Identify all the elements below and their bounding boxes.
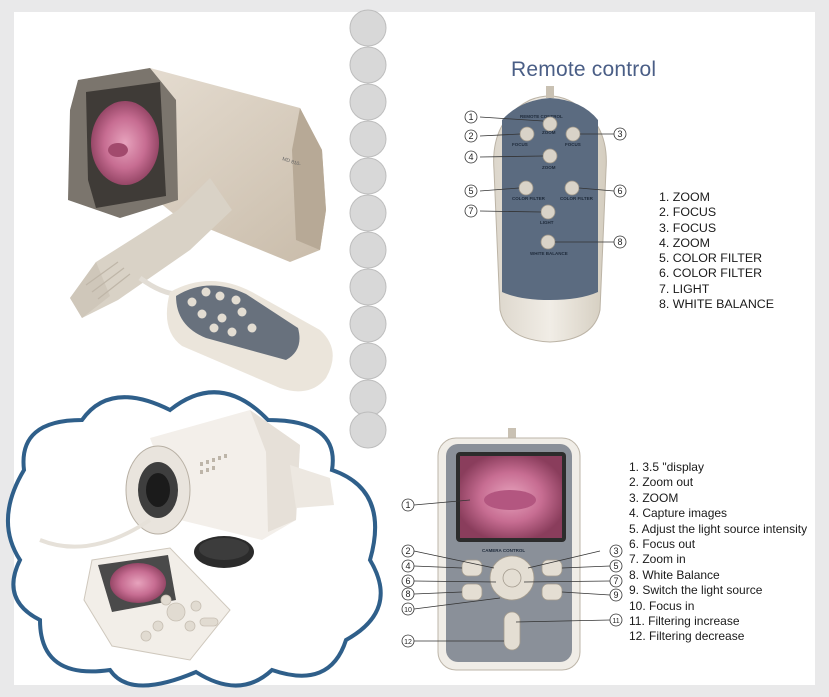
remote-callout-4: 4 xyxy=(468,152,473,162)
page-title: Remote control xyxy=(511,58,657,81)
camera-callout-1: 1 xyxy=(405,500,410,510)
remote-callout-1: 1 xyxy=(468,112,473,122)
remote-legend-item: 2. FOCUS xyxy=(659,205,717,220)
divider-circles xyxy=(349,9,387,449)
remote-btn-label-8: WHITE BALANCE xyxy=(530,251,568,256)
camera-button-white-balance[interactable] xyxy=(461,583,483,601)
remote-legend-item: 8. WHITE BALANCE xyxy=(659,297,774,312)
remote-button-zoom-lower[interactable] xyxy=(542,148,558,164)
remote-btn-label-5: COLOR FILTER xyxy=(512,196,546,201)
camera-filter-slider[interactable] xyxy=(503,611,521,651)
camera-callout-7: 7 xyxy=(613,576,618,586)
remote-legend: 1. ZOOM 2. FOCUS 3. FOCUS 4. ZOOM 5. COL… xyxy=(659,190,774,312)
camera-legend-item: 8. White Balance xyxy=(629,567,720,582)
camera-legend-item: 12. Filtering decrease xyxy=(629,629,745,644)
remote-btn-label-2: FOCUS xyxy=(512,142,528,147)
remote-callout-7: 7 xyxy=(468,206,473,216)
camera-callout-11: 11 xyxy=(612,618,619,625)
camera-callout-4: 4 xyxy=(405,561,410,571)
remote-btn-label-3: FOCUS xyxy=(565,142,581,147)
remote-btn-label-6: COLOR FILTER xyxy=(560,196,594,201)
remote-legend-item: 7. LIGHT xyxy=(659,281,710,296)
remote-button-focus-right[interactable] xyxy=(565,126,581,142)
remote-button-white-balance[interactable] xyxy=(540,234,556,250)
remote-callout-3: 3 xyxy=(617,129,622,139)
remote-button-color-filter-right[interactable] xyxy=(564,180,580,196)
camera-callout-10: 10 xyxy=(404,607,412,614)
camera-legend-item: 1. 3.5 "display xyxy=(629,460,704,474)
camera-legend: 1. 3.5 "display 2. Zoom out 3. ZOOM 4. C… xyxy=(629,460,819,645)
colposcope-camera-photo: MD 810- xyxy=(68,68,326,318)
camera-legend-item: 7. Zoom in xyxy=(629,552,686,567)
remote-legend-item: 3. FOCUS xyxy=(659,220,717,235)
camera-legend-item: 6. Focus out xyxy=(629,537,696,552)
camera-legend-item: 4. Capture images xyxy=(629,506,728,521)
remote-callout-6: 6 xyxy=(617,186,622,196)
remote-button-light[interactable] xyxy=(540,204,556,220)
remote-btn-label-1: ZOOM xyxy=(542,130,556,135)
camera-legend-item: 5. Adjust the light source intensity xyxy=(629,521,808,536)
remote-header-label: REMOTE CONTROL xyxy=(520,114,563,119)
camera-callout-3: 3 xyxy=(613,546,618,556)
camera-center-button[interactable] xyxy=(502,568,522,588)
remote-callout-2: 2 xyxy=(468,131,473,141)
svg-text:MD 810-: MD 810- xyxy=(281,156,301,168)
remote-handheld-photo xyxy=(166,281,333,392)
remote-callout-5: 5 xyxy=(468,186,473,196)
camera-callout-6: 6 xyxy=(405,576,410,586)
camera-control-label: CAMERA CONTROL xyxy=(482,548,525,553)
remote-legend-item: 4. ZOOM xyxy=(659,235,710,250)
camera-legend-item: 10. Focus in xyxy=(629,598,695,613)
remote-btn-label-4: ZOOM xyxy=(542,165,556,170)
camera-legend-item: 11. Filtering increase xyxy=(629,614,740,629)
remote-legend-item: 1. ZOOM xyxy=(659,190,710,204)
camera-callout-8: 8 xyxy=(405,589,410,599)
camera-callout-12: 12 xyxy=(404,639,412,646)
remote-legend-item: 6. COLOR FILTER xyxy=(659,266,763,281)
remote-btn-label-7: LIGHT xyxy=(540,220,554,225)
camera-callout-5: 5 xyxy=(613,561,618,571)
remote-callout-8: 8 xyxy=(617,237,622,247)
camera-button-switch-light[interactable] xyxy=(541,583,563,601)
camera-callout-9: 9 xyxy=(613,590,618,600)
camera-legend-item: 2. Zoom out xyxy=(629,475,694,490)
camera-button-capture[interactable] xyxy=(461,559,483,577)
remote-button-focus-left[interactable] xyxy=(519,126,535,142)
remote-legend-item: 5. COLOR FILTER xyxy=(659,251,763,266)
camera-legend-item: 3. ZOOM xyxy=(629,490,679,505)
camera-callout-2: 2 xyxy=(405,546,410,556)
camera-control-diagram: CAMERA CONTROL xyxy=(401,428,623,671)
camera-legend-item: 9. Switch the light source xyxy=(629,583,763,598)
remote-button-zoom[interactable] xyxy=(542,116,558,132)
remote-button-color-filter-left[interactable] xyxy=(518,180,534,196)
cloud-frame xyxy=(5,390,383,688)
remote-control-diagram: REMOTE CONTROL ZOOM FOCUS FOCUS ZOOM COL… xyxy=(464,86,627,343)
